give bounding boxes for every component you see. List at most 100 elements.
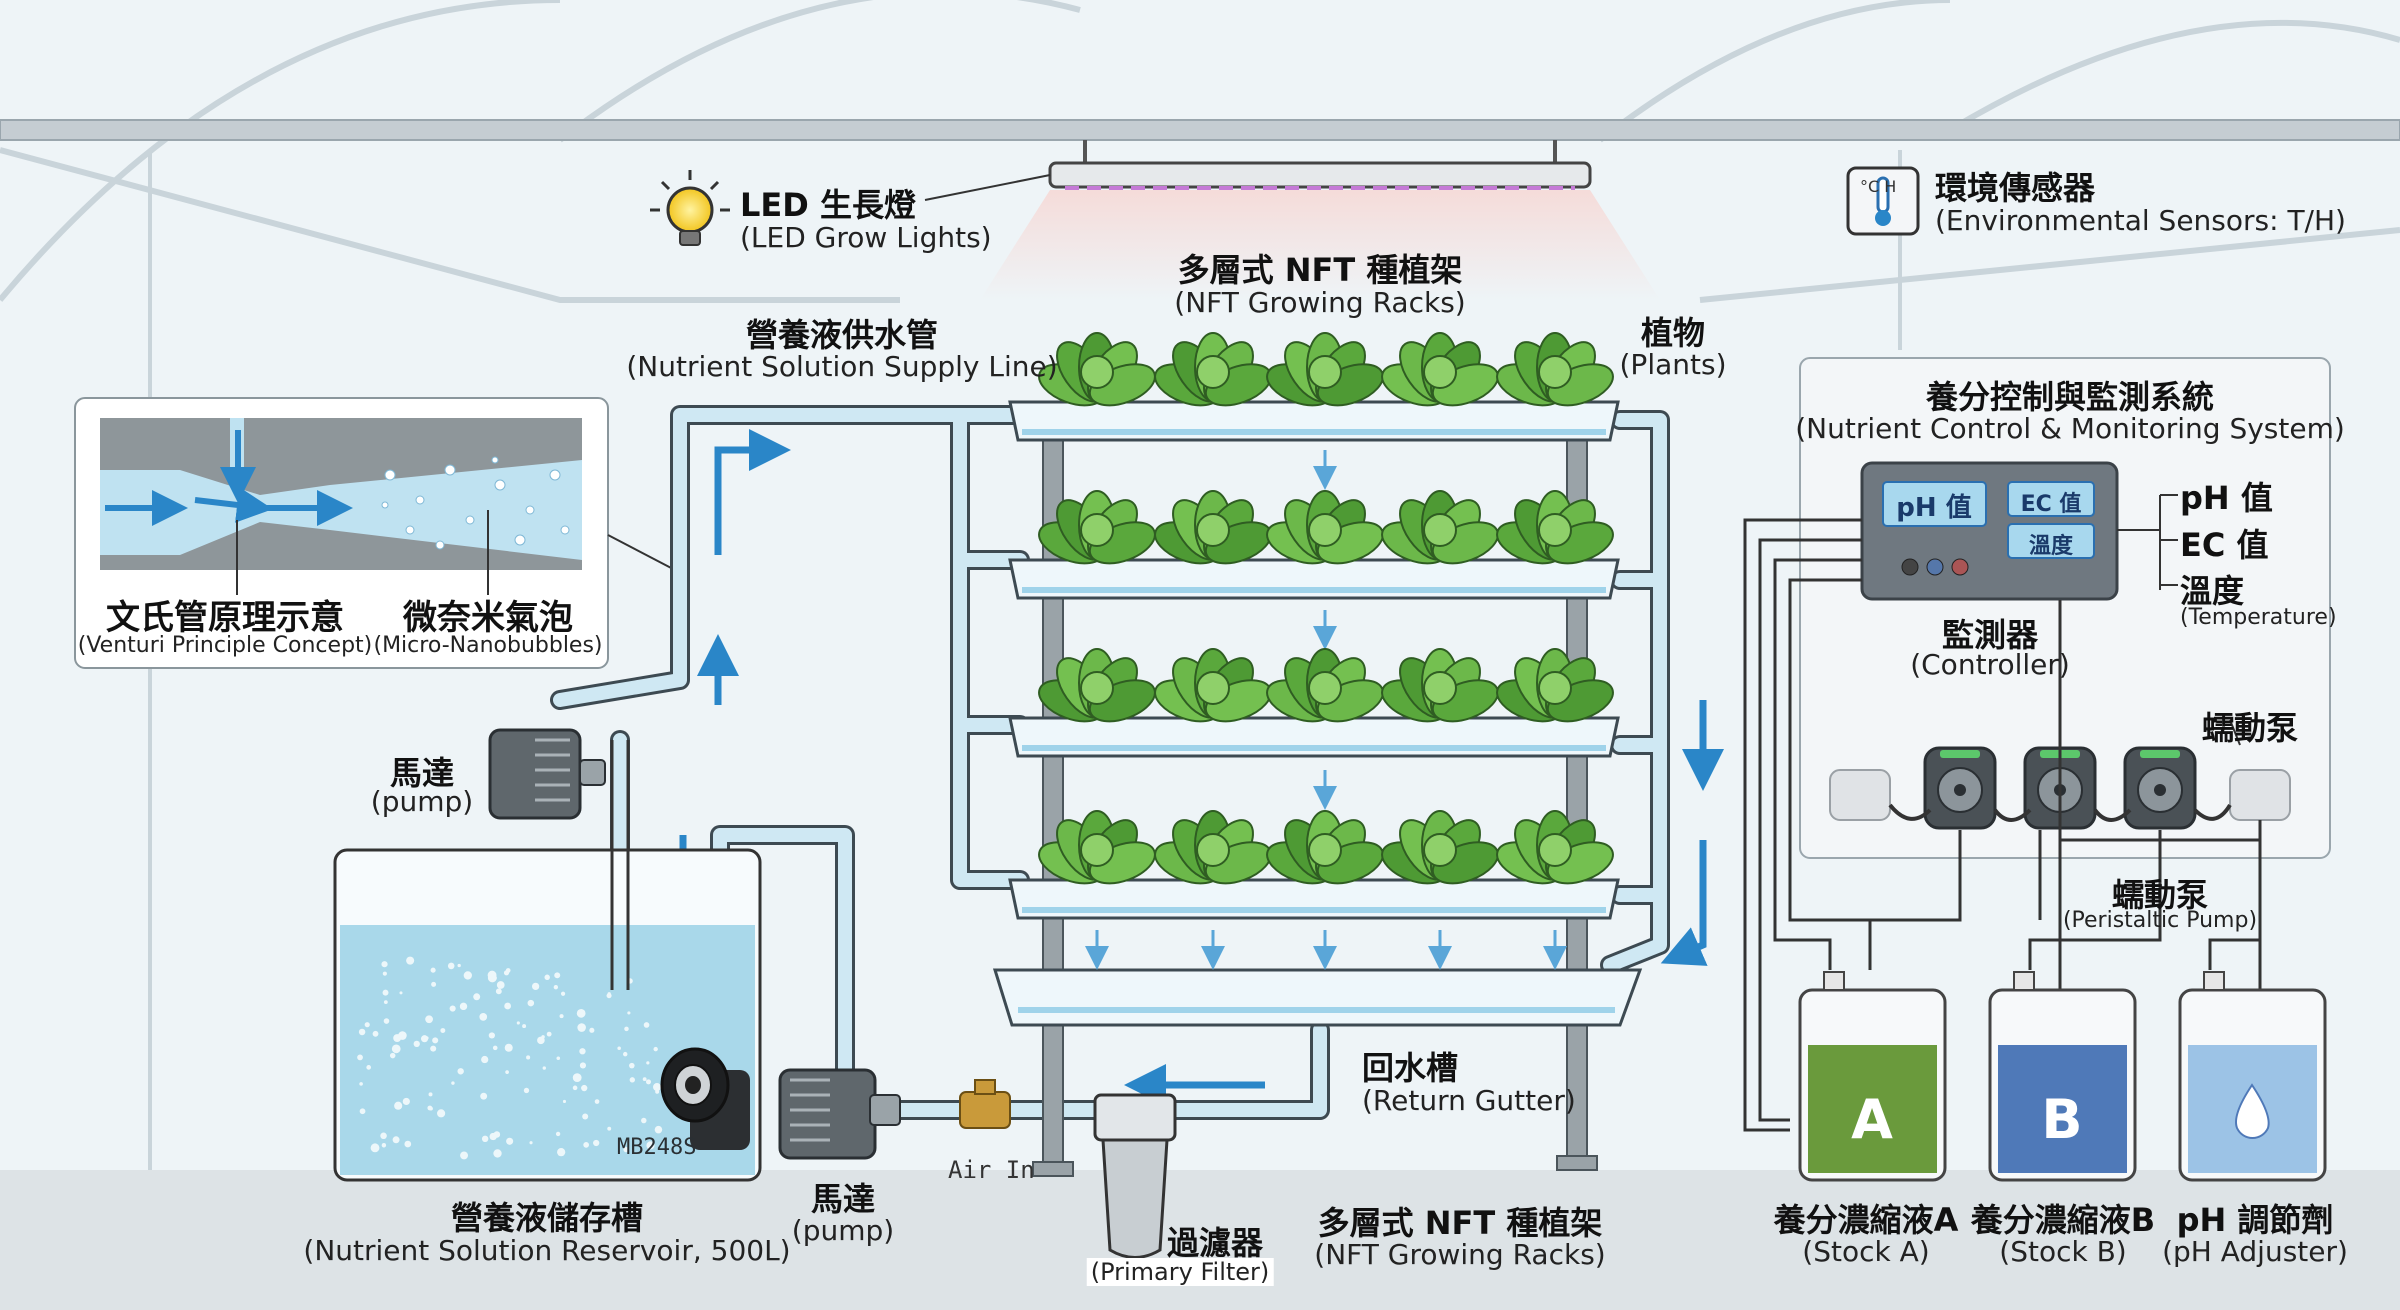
supply-line-label-zh: 營養液供水管: [745, 316, 939, 354]
reservoir-bubble: [481, 1055, 489, 1064]
reservoir-bubble: [402, 1097, 410, 1106]
controller-label-zh: 監測器: [1941, 616, 2039, 654]
reservoir-bubble: [641, 1117, 647, 1124]
sensor-icon-text: °C H: [1860, 177, 1897, 196]
plant-icon: [1266, 810, 1384, 885]
reservoir-bubble: [629, 1077, 635, 1083]
reservoir-bubble: [487, 970, 497, 980]
reservoir-bubble: [624, 1026, 629, 1032]
stock-a-letter: A: [1851, 1088, 1893, 1151]
reservoir-bubble: [437, 1109, 446, 1118]
venturi-flow-arrows: [105, 430, 353, 526]
reservoir-bubble: [504, 1043, 513, 1052]
reservoir-bubble: [583, 1142, 590, 1148]
peristaltic-top-label: 蠕動泵: [2201, 709, 2299, 747]
plant-icon: [1154, 810, 1272, 885]
plant-icon: [1154, 332, 1272, 407]
reservoir-bubble: [381, 1143, 387, 1148]
plant-icon: [1038, 332, 1156, 407]
reservoir-bubble: [459, 1002, 468, 1011]
reservoir-bubble: [506, 1137, 514, 1145]
bubble-dots: [381, 456, 570, 550]
stock-bottles: [1798, 971, 2327, 1182]
reservoir-bubble: [488, 1032, 495, 1039]
reservoir-bubble: [447, 962, 455, 970]
primary-filter: [1093, 1093, 1177, 1259]
reservoir-bubble: [505, 1070, 509, 1075]
reservoir-bubble: [579, 1062, 587, 1069]
readout-ec: EC 值: [2180, 526, 2269, 564]
motor-top: [488, 728, 606, 820]
reservoir-bubble: [493, 1149, 502, 1158]
reservoir-bubble: [606, 993, 612, 999]
plant-icon: [1266, 490, 1384, 565]
filter-label-zh: 過濾器: [1166, 1224, 1264, 1262]
reservoir-bubble: [554, 972, 561, 979]
reservoir-bubble: [531, 982, 540, 991]
plant-icon: [1266, 648, 1384, 723]
reservoir-bubble: [546, 1031, 552, 1037]
reservoir-bubble: [430, 1045, 437, 1052]
reservoir-tank: [333, 740, 762, 1182]
plant-icon: [1154, 648, 1272, 723]
gully-water: [1018, 429, 1615, 1013]
readout-temp-zh: 溫度: [2180, 572, 2245, 610]
rack-top-label-zh: 多層式 NFT 種植架: [1177, 251, 1463, 289]
reservoir-bubble: [555, 1131, 561, 1137]
reservoir-bubble: [451, 1081, 455, 1085]
reservoir-bubble: [481, 1135, 489, 1143]
reservoir-bubble: [652, 1083, 661, 1092]
reservoir-bubble: [457, 963, 461, 968]
reservoir-bubble: [572, 1073, 582, 1083]
reservoir-bubble: [593, 1139, 600, 1147]
reservoir-bubble: [425, 1036, 429, 1040]
reservoir-label-en: (Nutrient Solution Reservoir, 500L): [303, 1234, 791, 1267]
reservoir-bubble: [653, 1046, 658, 1052]
reservoir-bubble: [577, 1023, 586, 1032]
reservoir-bubble: [579, 1048, 586, 1055]
motor-bottom-label-en: (pump): [791, 1214, 895, 1247]
reservoir-bubble: [457, 1068, 464, 1075]
reservoir-bubble: [383, 1000, 388, 1005]
motor-bottom-label-zh: 馬達: [810, 1180, 876, 1218]
reservoir-bubble: [431, 981, 437, 987]
reservoir-bubble: [646, 1141, 655, 1150]
led-label-zh: LED 生長燈: [740, 186, 916, 224]
reservoir-bubble: [523, 1087, 530, 1094]
reservoir-bubble: [427, 1105, 433, 1111]
nanobubbles-label-en: (Micro-Nanobubbles): [373, 633, 603, 658]
reservoir-bubble: [627, 1011, 631, 1015]
motor-bottom: [778, 1068, 901, 1160]
reservoir-bubble: [645, 1079, 651, 1085]
display-temp: 溫度: [2028, 534, 2074, 559]
reservoir-bubble: [642, 1077, 647, 1082]
peristaltic-bottom-label-zh: 蠕動泵: [2111, 876, 2209, 914]
readout-temp-en: (Temperature): [2180, 605, 2337, 630]
reservoir-bubble: [655, 1089, 660, 1094]
reservoir-bubble: [381, 961, 388, 968]
stock-b-letter: B: [2041, 1088, 2083, 1151]
rack-top-label-en: (NFT Growing Racks): [1174, 286, 1466, 319]
reservoir-bubble: [503, 970, 510, 976]
reservoir-bubble: [425, 1015, 433, 1024]
plant-icon: [1266, 332, 1384, 407]
controller-label-en: (Controller): [1910, 648, 2070, 681]
reservoir-bubble: [544, 974, 550, 980]
control-system-label-en: (Nutrient Control & Monitoring System): [1795, 412, 2345, 445]
venturi-inset: [74, 397, 676, 669]
reservoir-bubble: [646, 1061, 650, 1065]
stock-a-label-en: (Stock A): [1802, 1235, 1930, 1268]
reservoir-bubble: [572, 1085, 578, 1091]
reservoir-bubble: [364, 1022, 370, 1028]
reservoir-bubble: [643, 1022, 650, 1028]
reservoir-bubble: [542, 1066, 546, 1070]
env-sensor-label-en: (Environmental Sensors: T/H): [1935, 204, 2346, 237]
reservoir-bubble: [357, 1054, 363, 1061]
water-drop-icon: [2235, 1083, 2270, 1140]
filter-label-en: (Primary Filter): [1086, 1258, 1274, 1286]
plant-icon: [1381, 648, 1499, 723]
reservoir-bubble: [541, 1035, 545, 1039]
rack-bottom-label-zh: 多層式 NFT 種植架: [1317, 1204, 1603, 1242]
plants-label-zh: 植物: [1640, 314, 1706, 352]
